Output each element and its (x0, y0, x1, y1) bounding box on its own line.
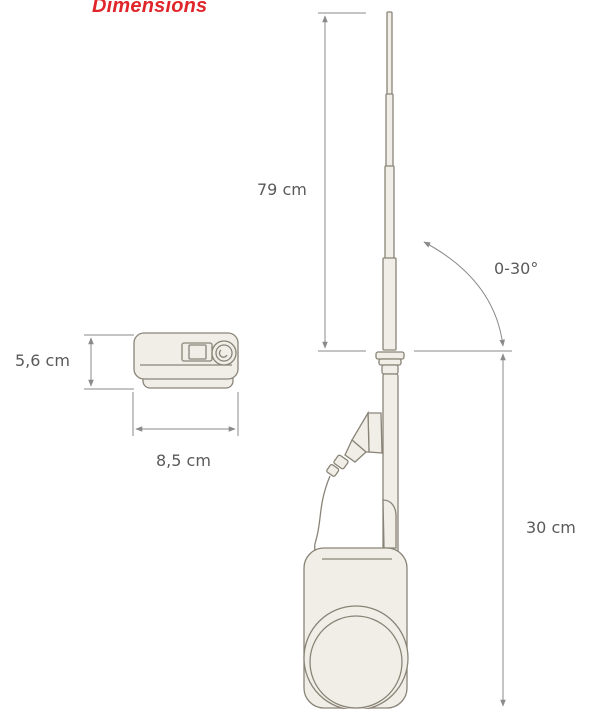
mast-height-dimension (318, 12, 366, 352)
module-height-label: 5,6 cm (15, 351, 70, 370)
mast-height-label: 79 cm (257, 180, 307, 199)
tilt-angle-label: 0-30° (494, 259, 539, 278)
mast-device-illustration (303, 11, 409, 709)
tilt-angle-arc (423, 241, 506, 347)
base-height-label: 30 cm (526, 518, 576, 537)
module-width-label: 8,5 cm (156, 451, 211, 470)
base-height-dimension (414, 350, 512, 707)
module-device-illustration (133, 332, 239, 389)
module-width-dimension (132, 392, 239, 436)
module-height-dimension (84, 334, 134, 390)
diagram-title: Dimensions (92, 0, 208, 17)
